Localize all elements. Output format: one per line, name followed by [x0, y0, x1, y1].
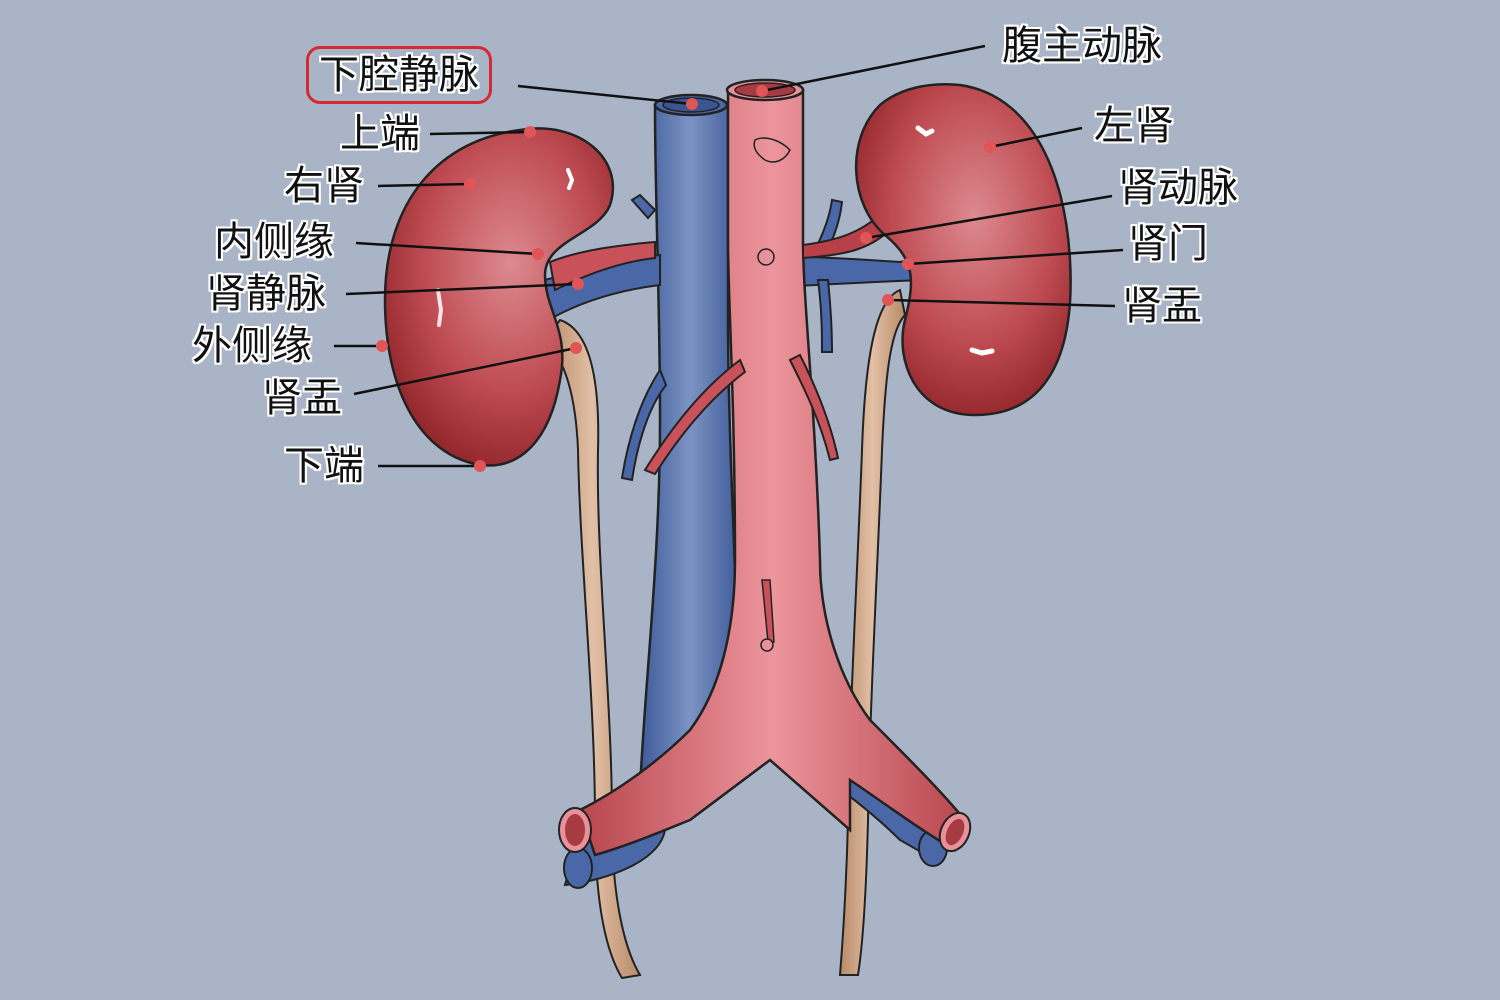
- marker-left-pelvis: [882, 294, 894, 306]
- marker-lateral-border: [376, 340, 388, 352]
- leader-lines: [334, 44, 1124, 468]
- marker-ivc: [686, 98, 698, 110]
- right-ureter: [543, 318, 642, 980]
- label-medial-border: 内侧缘: [214, 219, 334, 265]
- marker-lower-pole: [474, 460, 486, 472]
- label-renal-hilum: 肾门: [1128, 221, 1208, 267]
- left-ureter: [838, 288, 907, 976]
- label-renal-artery: 肾动脉: [1118, 165, 1238, 211]
- label-left-renal-pelvis: 肾盂: [1122, 283, 1202, 329]
- marker-renal-artery: [860, 232, 872, 244]
- label-right-kidney: 右肾: [284, 163, 364, 209]
- label-upper-pole: 上端: [340, 111, 420, 157]
- label-lower-pole: 下端: [284, 443, 364, 489]
- label-inferior-vena-cava: 下腔静脉: [306, 46, 492, 104]
- marker-medial-border: [532, 248, 544, 260]
- marker-renal-vein: [572, 278, 584, 290]
- marker-upper-pole: [524, 126, 536, 138]
- marker-dots: [376, 85, 996, 472]
- abdominal-aorta: [578, 88, 967, 857]
- right-kidney: [383, 127, 615, 467]
- marker-right-kidney: [464, 178, 476, 190]
- marker-aorta: [756, 85, 768, 97]
- label-right-renal-pelvis: 肾盂: [262, 375, 342, 421]
- label-renal-vein: 肾静脉: [206, 271, 326, 317]
- label-left-kidney: 左肾: [1094, 103, 1174, 149]
- marker-right-pelvis: [570, 342, 582, 354]
- marker-left-kidney: [984, 141, 996, 153]
- label-lateral-border: 外侧缘: [192, 323, 312, 369]
- left-kidney: [854, 83, 1072, 417]
- marker-hilum: [902, 258, 914, 270]
- label-abdominal-aorta: 腹主动脉: [1002, 23, 1162, 69]
